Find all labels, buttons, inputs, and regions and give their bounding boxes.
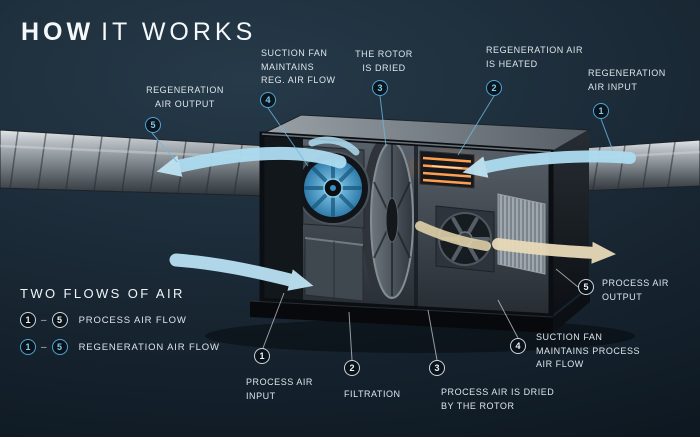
label-rotor-is-dried: THE ROTOR IS DRIED [355, 49, 413, 73]
label-process-air-input: PROCESS AIR INPUT [246, 377, 313, 401]
badge-process-5: 5 [578, 279, 594, 295]
badge-regeneration-1: 1 [593, 103, 609, 119]
legend: TWO FLOWS OF AIR 1 – 5 PROCESS AIR FLOW … [20, 286, 220, 355]
legend-regeneration-to-badge: 5 [51, 339, 68, 355]
cabinet [249, 114, 591, 333]
regeneration-fan [296, 145, 370, 229]
base [249, 288, 590, 333]
label-process-air-dried: PROCESS AIR IS DRIED BY THE ROTOR [441, 387, 555, 411]
outlet-grille [497, 193, 546, 275]
legend-process-label: PROCESS AIR FLOW [78, 314, 187, 326]
badge-regeneration-3: 3 [372, 80, 388, 96]
legend-row-regeneration: 1 – 5 REGENERATION AIR FLOW [20, 339, 220, 355]
page-title-rest: IT WORKS [101, 18, 257, 46]
badge-regeneration-4: 4 [260, 92, 276, 108]
badge-regeneration-5: 5 [145, 117, 161, 133]
leader-lines [151, 95, 614, 361]
filter-box [304, 237, 364, 302]
legend-process-to-badge: 5 [51, 312, 68, 328]
regeneration-input-arrow [462, 150, 636, 178]
badge-process-2: 2 [344, 360, 360, 376]
legend-regeneration-label: REGENERATION AIR FLOW [78, 341, 220, 353]
regeneration-output-arrow [156, 146, 347, 177]
badge-regeneration-2: 2 [486, 80, 502, 96]
badge-process-1: 1 [254, 348, 270, 364]
fan-swirl-arrow [308, 136, 360, 156]
label-regeneration-air-input: REGENERATION AIR INPUT [588, 68, 666, 92]
legend-regeneration-from-badge: 1 [20, 339, 36, 355]
legend-row-process: 1 – 5 PROCESS AIR FLOW [20, 312, 220, 328]
rotor [362, 140, 414, 299]
badge-process-3: 3 [429, 360, 445, 376]
label-regeneration-air-output: REGENERATION AIR OUTPUT [146, 85, 224, 109]
legend-heading: TWO FLOWS OF AIR [20, 286, 185, 301]
process-input-arrow [169, 253, 314, 291]
page-title-bold: HOW [21, 18, 95, 46]
label-process-air-output: PROCESS AIR OUTPUT [602, 278, 669, 302]
badge-process-4: 4 [510, 338, 526, 354]
label-filtration: FILTRATION [344, 389, 401, 399]
dried-air-arrow [415, 221, 491, 251]
legend-dash: – [41, 314, 47, 326]
label-regeneration-air-heated: REGENERATION AIR IS HEATED [486, 45, 583, 69]
legend-process-from-badge: 1 [20, 312, 36, 328]
process-output-arrow [492, 238, 616, 264]
label-suction-fan-process: SUCTION FAN MAINTAINS PROCESS AIR FLOW [536, 332, 641, 369]
label-suction-fan-reg: SUCTION FAN MAINTAINS REG. AIR FLOW [261, 48, 336, 85]
legend-dash: – [41, 341, 47, 353]
airflow-arrows [156, 136, 636, 291]
